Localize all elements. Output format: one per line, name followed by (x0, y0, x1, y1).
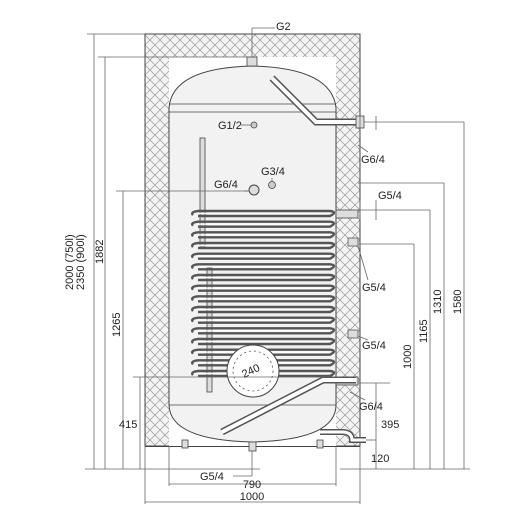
dim-label-1580: 1580 (452, 290, 464, 314)
coil-turn (191, 220, 336, 228)
label-g5-4-mid1: G5/4 (362, 282, 386, 294)
coil-turn (191, 359, 336, 367)
coil-turn (191, 263, 336, 271)
dim-label-1882: 1882 (94, 240, 106, 264)
right-dimensions (340, 116, 470, 470)
coil-turn (191, 252, 336, 260)
tank-foot-left (181, 439, 189, 449)
coil-turn (191, 231, 336, 239)
coil-turn (191, 305, 336, 314)
sensor-socket-g6-4 (248, 184, 260, 196)
sensor-sleeve-lower (206, 267, 213, 393)
dim-label-2350: 2350 (900l) (75, 234, 87, 290)
label-g1-2: G1/2 (218, 120, 242, 132)
coil-turn (191, 316, 336, 324)
dim-label-1000-width: 1000 (240, 491, 264, 503)
tank-foot-right (316, 439, 324, 449)
coil-inlet-socket (335, 209, 359, 219)
coil-turn (191, 348, 336, 356)
label-g5-4-mid2: G5/4 (362, 340, 386, 352)
drain-socket (248, 441, 257, 452)
coil-turn (191, 209, 336, 218)
label-g5-4-bottom: G5/4 (200, 471, 224, 483)
dim-label-1310: 1310 (432, 290, 444, 314)
label-g5-4-upper: G5/4 (378, 190, 402, 202)
label-g6-4-bottom: G6/4 (359, 401, 383, 413)
sensor-sleeve-upper (199, 137, 206, 247)
dim-label-120: 120 (371, 453, 389, 465)
coil-turn (191, 369, 336, 378)
dim-label-1165: 1165 (418, 319, 430, 343)
top-socket (246, 56, 258, 67)
dim-label-415: 415 (119, 419, 137, 431)
label-g6-4-sensor: G6/4 (214, 179, 238, 191)
left-dimensions (85, 33, 340, 470)
coil-turn (191, 284, 336, 292)
inspection-flange (226, 344, 280, 398)
label-g2: G2 (276, 21, 291, 33)
coil-turn (191, 327, 336, 335)
dim-label-2000: 2000 (750l) (64, 234, 76, 290)
sensor-socket-g1-2 (250, 121, 258, 129)
sensor-socket-g3-4 (268, 181, 276, 189)
dim-label-790: 790 (243, 479, 261, 491)
dim-label-395: 395 (381, 419, 399, 431)
coil-turn (191, 273, 336, 282)
coil-turn (191, 337, 336, 346)
heat-exchanger-coil (191, 209, 336, 378)
coil-turn (191, 295, 336, 303)
bottom-dimensions (144, 446, 361, 504)
dim-label-1000: 1000 (402, 345, 414, 369)
dim-label-1265: 1265 (111, 313, 123, 337)
label-g3-4: G3/4 (261, 166, 285, 178)
label-g6-4-top: G6/4 (361, 154, 385, 166)
coil-turn (191, 241, 336, 250)
